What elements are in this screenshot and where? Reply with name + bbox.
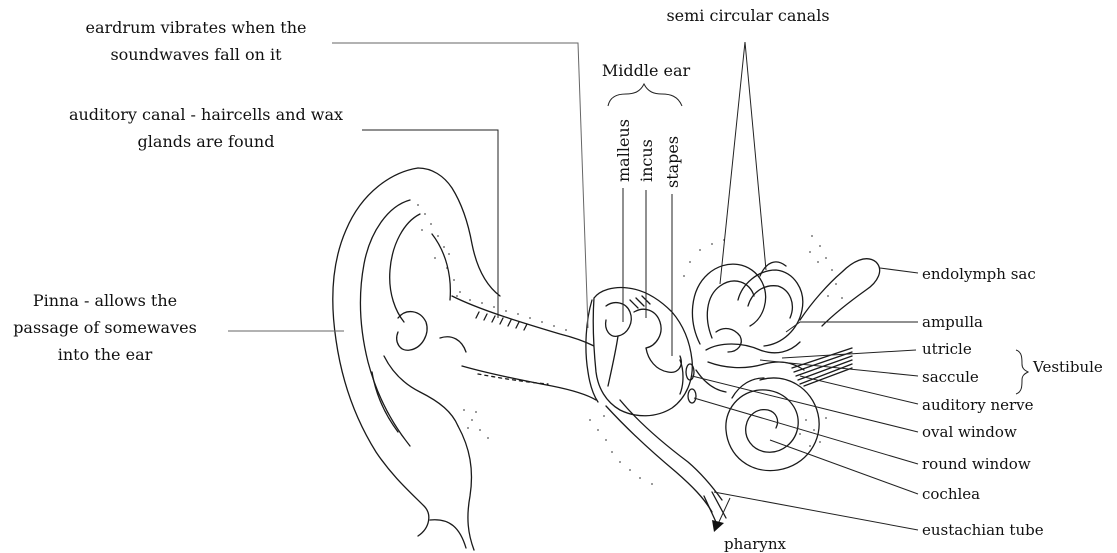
label-middle-ear: Middle ear [602,61,691,80]
label-vestibule: Vestibule [1032,358,1103,376]
labels: eardrum vibrates when the soundwaves fal… [13,6,1103,553]
leader-lines [228,42,1028,532]
label-incus: incus [637,139,656,182]
label-eardrum-line1: eardrum vibrates when the [86,18,307,37]
label-pinna-line2: passage of somewaves [13,318,197,337]
label-oval-window: oval window [922,423,1017,441]
label-canal-line1: auditory canal - haircells and wax [69,105,343,124]
label-auditory-nerve: auditory nerve [922,396,1034,414]
ear-drawing [333,168,880,550]
label-saccule: saccule [922,368,979,386]
label-eustachian-tube: eustachian tube [922,521,1044,539]
label-round-window: round window [922,455,1031,473]
label-pinna-line3: into the ear [58,345,153,364]
label-eardrum-line2: soundwaves fall on it [110,45,282,64]
label-malleus: malleus [614,119,633,182]
label-canal-line2: glands are found [138,132,275,151]
label-pharynx: pharynx [724,535,787,553]
label-utricle: utricle [922,340,972,358]
label-ampulla: ampulla [922,313,983,331]
label-semicircular-canals: semi circular canals [666,6,829,25]
label-cochlea: cochlea [922,485,980,503]
label-pinna-line1: Pinna - allows the [33,291,177,310]
label-stapes: stapes [663,136,682,188]
label-endolymph-sac: endolymph sac [922,265,1036,283]
